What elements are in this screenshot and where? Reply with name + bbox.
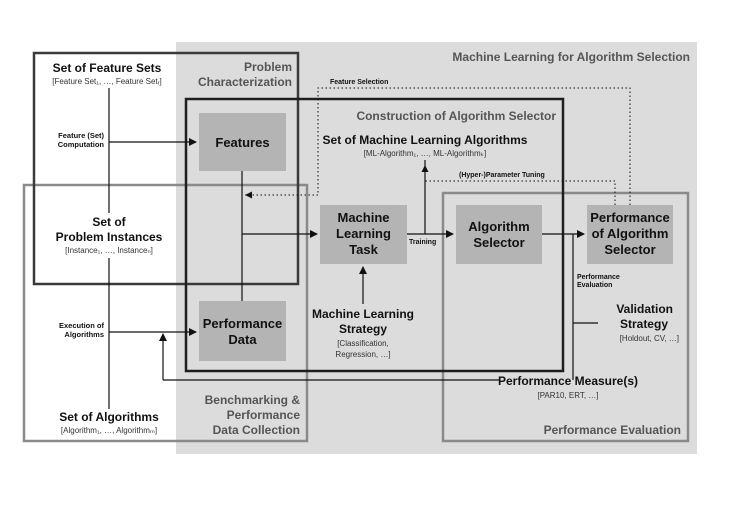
- instances-title-line1: Set of: [92, 215, 126, 229]
- box-ml-task: [320, 205, 407, 264]
- ml-strategy-detail-line1: [Classification,: [337, 339, 389, 348]
- box-ml-task-line3: Task: [349, 242, 378, 257]
- validation-detail: [Holdout, CV, …]: [620, 334, 679, 343]
- box-performance-data: [199, 301, 286, 361]
- execution-line2: Algorithms: [64, 330, 104, 339]
- box-performance-data-line1: Performance: [203, 316, 282, 331]
- region-title-performance-evaluation: Performance Evaluation: [544, 423, 681, 437]
- region-title-benchmarking-line2: Performance: [227, 408, 301, 422]
- region-title-benchmarking-line3: Data Collection: [213, 423, 300, 437]
- label-performance-evaluation-small-line1: Performance: [577, 274, 620, 281]
- dotted-hyperparameter-tuning: [424, 172, 616, 205]
- box-ml-task-line2: Learning: [336, 226, 391, 241]
- region-construction-of-selector: [184, 97, 565, 373]
- label-hyperparameter-tuning: (Hyper-)Parameter Tuning: [459, 172, 545, 179]
- feature-computation-line2: Computation: [58, 140, 105, 149]
- region-performance-evaluation: [441, 191, 690, 443]
- label-performance-evaluation-small-line2: Evaluation: [577, 282, 612, 289]
- feature-selection-arrowhead: [245, 191, 252, 199]
- label-training: Training: [409, 239, 436, 246]
- instances-detail: [Instance₁, …, Instanceₙ]: [65, 246, 153, 255]
- box-performance-of-selector-line1: Performance: [590, 210, 669, 225]
- feature-sets-title: Set of Feature Sets: [53, 61, 162, 75]
- region-problem-characterization: [32, 51, 300, 286]
- validation-title-line2: Strategy: [620, 317, 668, 331]
- ml-strategy-title-line1: Machine Learning: [312, 307, 414, 321]
- algorithms-title: Set of Algorithms: [59, 410, 159, 424]
- ml-strategy-title-line2: Strategy: [339, 322, 387, 336]
- dotted-feature-selection: [245, 87, 631, 205]
- validation-title-line1: Validation: [616, 302, 673, 316]
- hyperparameter-tuning-arrowhead: [421, 165, 429, 172]
- ml-algorithms-detail: [ML-Algorithm₁, …, ML-Algorithmₖ]: [364, 149, 487, 158]
- box-performance-data-line2: Data: [228, 332, 257, 347]
- feature-computation-line1: Feature (Set): [58, 131, 104, 140]
- perf-measure-title: Performance Measure(s): [498, 374, 638, 388]
- box-algorithm-selector: [456, 205, 542, 264]
- region-benchmarking: [22, 183, 309, 443]
- region-title-problem-characterization-line1: Problem: [244, 60, 292, 74]
- box-features-label: Features: [215, 135, 269, 150]
- box-algorithm-selector-line1: Algorithm: [468, 219, 529, 234]
- algorithms-detail: [Algorithm₁, …, Algorithmₘ]: [61, 426, 157, 435]
- label-feature-selection: Feature Selection: [330, 79, 388, 86]
- box-algorithm-selector-line2: Selector: [473, 235, 524, 250]
- box-performance-of-selector: [587, 205, 673, 264]
- box-ml-task-line1: Machine: [337, 210, 389, 225]
- box-performance-of-selector-line3: Selector: [604, 242, 655, 257]
- region-title-problem-characterization-line2: Characterization: [198, 75, 292, 89]
- region-title-construction-of-selector: Construction of Algorithm Selector: [356, 109, 556, 123]
- execution-line1: Execution of: [59, 321, 105, 330]
- ml-algorithms-title: Set of Machine Learning Algorithms: [323, 133, 528, 147]
- instances-title-line2: Problem Instances: [56, 230, 163, 244]
- feature-sets-detail: [Feature Set₁, …, Feature Setᵣ]: [52, 77, 162, 86]
- region-title-ml-for-algorithm-selection: Machine Learning for Algorithm Selection: [452, 50, 690, 64]
- box-performance-of-selector-line2: of Algorithm: [592, 226, 669, 241]
- region-title-benchmarking-line1: Benchmarking &: [205, 393, 301, 407]
- perf-measure-detail: [PAR10, ERT, …]: [537, 391, 598, 400]
- ml-strategy-detail-line2: Regression, …]: [335, 350, 390, 359]
- box-features: [199, 113, 286, 171]
